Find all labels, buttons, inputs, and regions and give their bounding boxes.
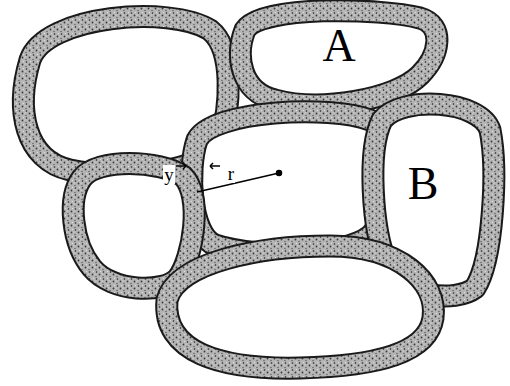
cell-wall — [192, 112, 387, 254]
radius-leader — [176, 163, 282, 192]
cell-label: r — [227, 164, 235, 183]
cell-wall — [240, 11, 436, 105]
cell-wall — [167, 246, 434, 368]
cell-label: y — [163, 165, 175, 184]
cell-wall — [240, 11, 436, 105]
cell-label: B — [408, 161, 439, 207]
cell-label: A — [322, 23, 355, 69]
cell-wall — [167, 246, 434, 368]
cell-walls — [23, 11, 493, 368]
cell-wall — [192, 112, 387, 254]
